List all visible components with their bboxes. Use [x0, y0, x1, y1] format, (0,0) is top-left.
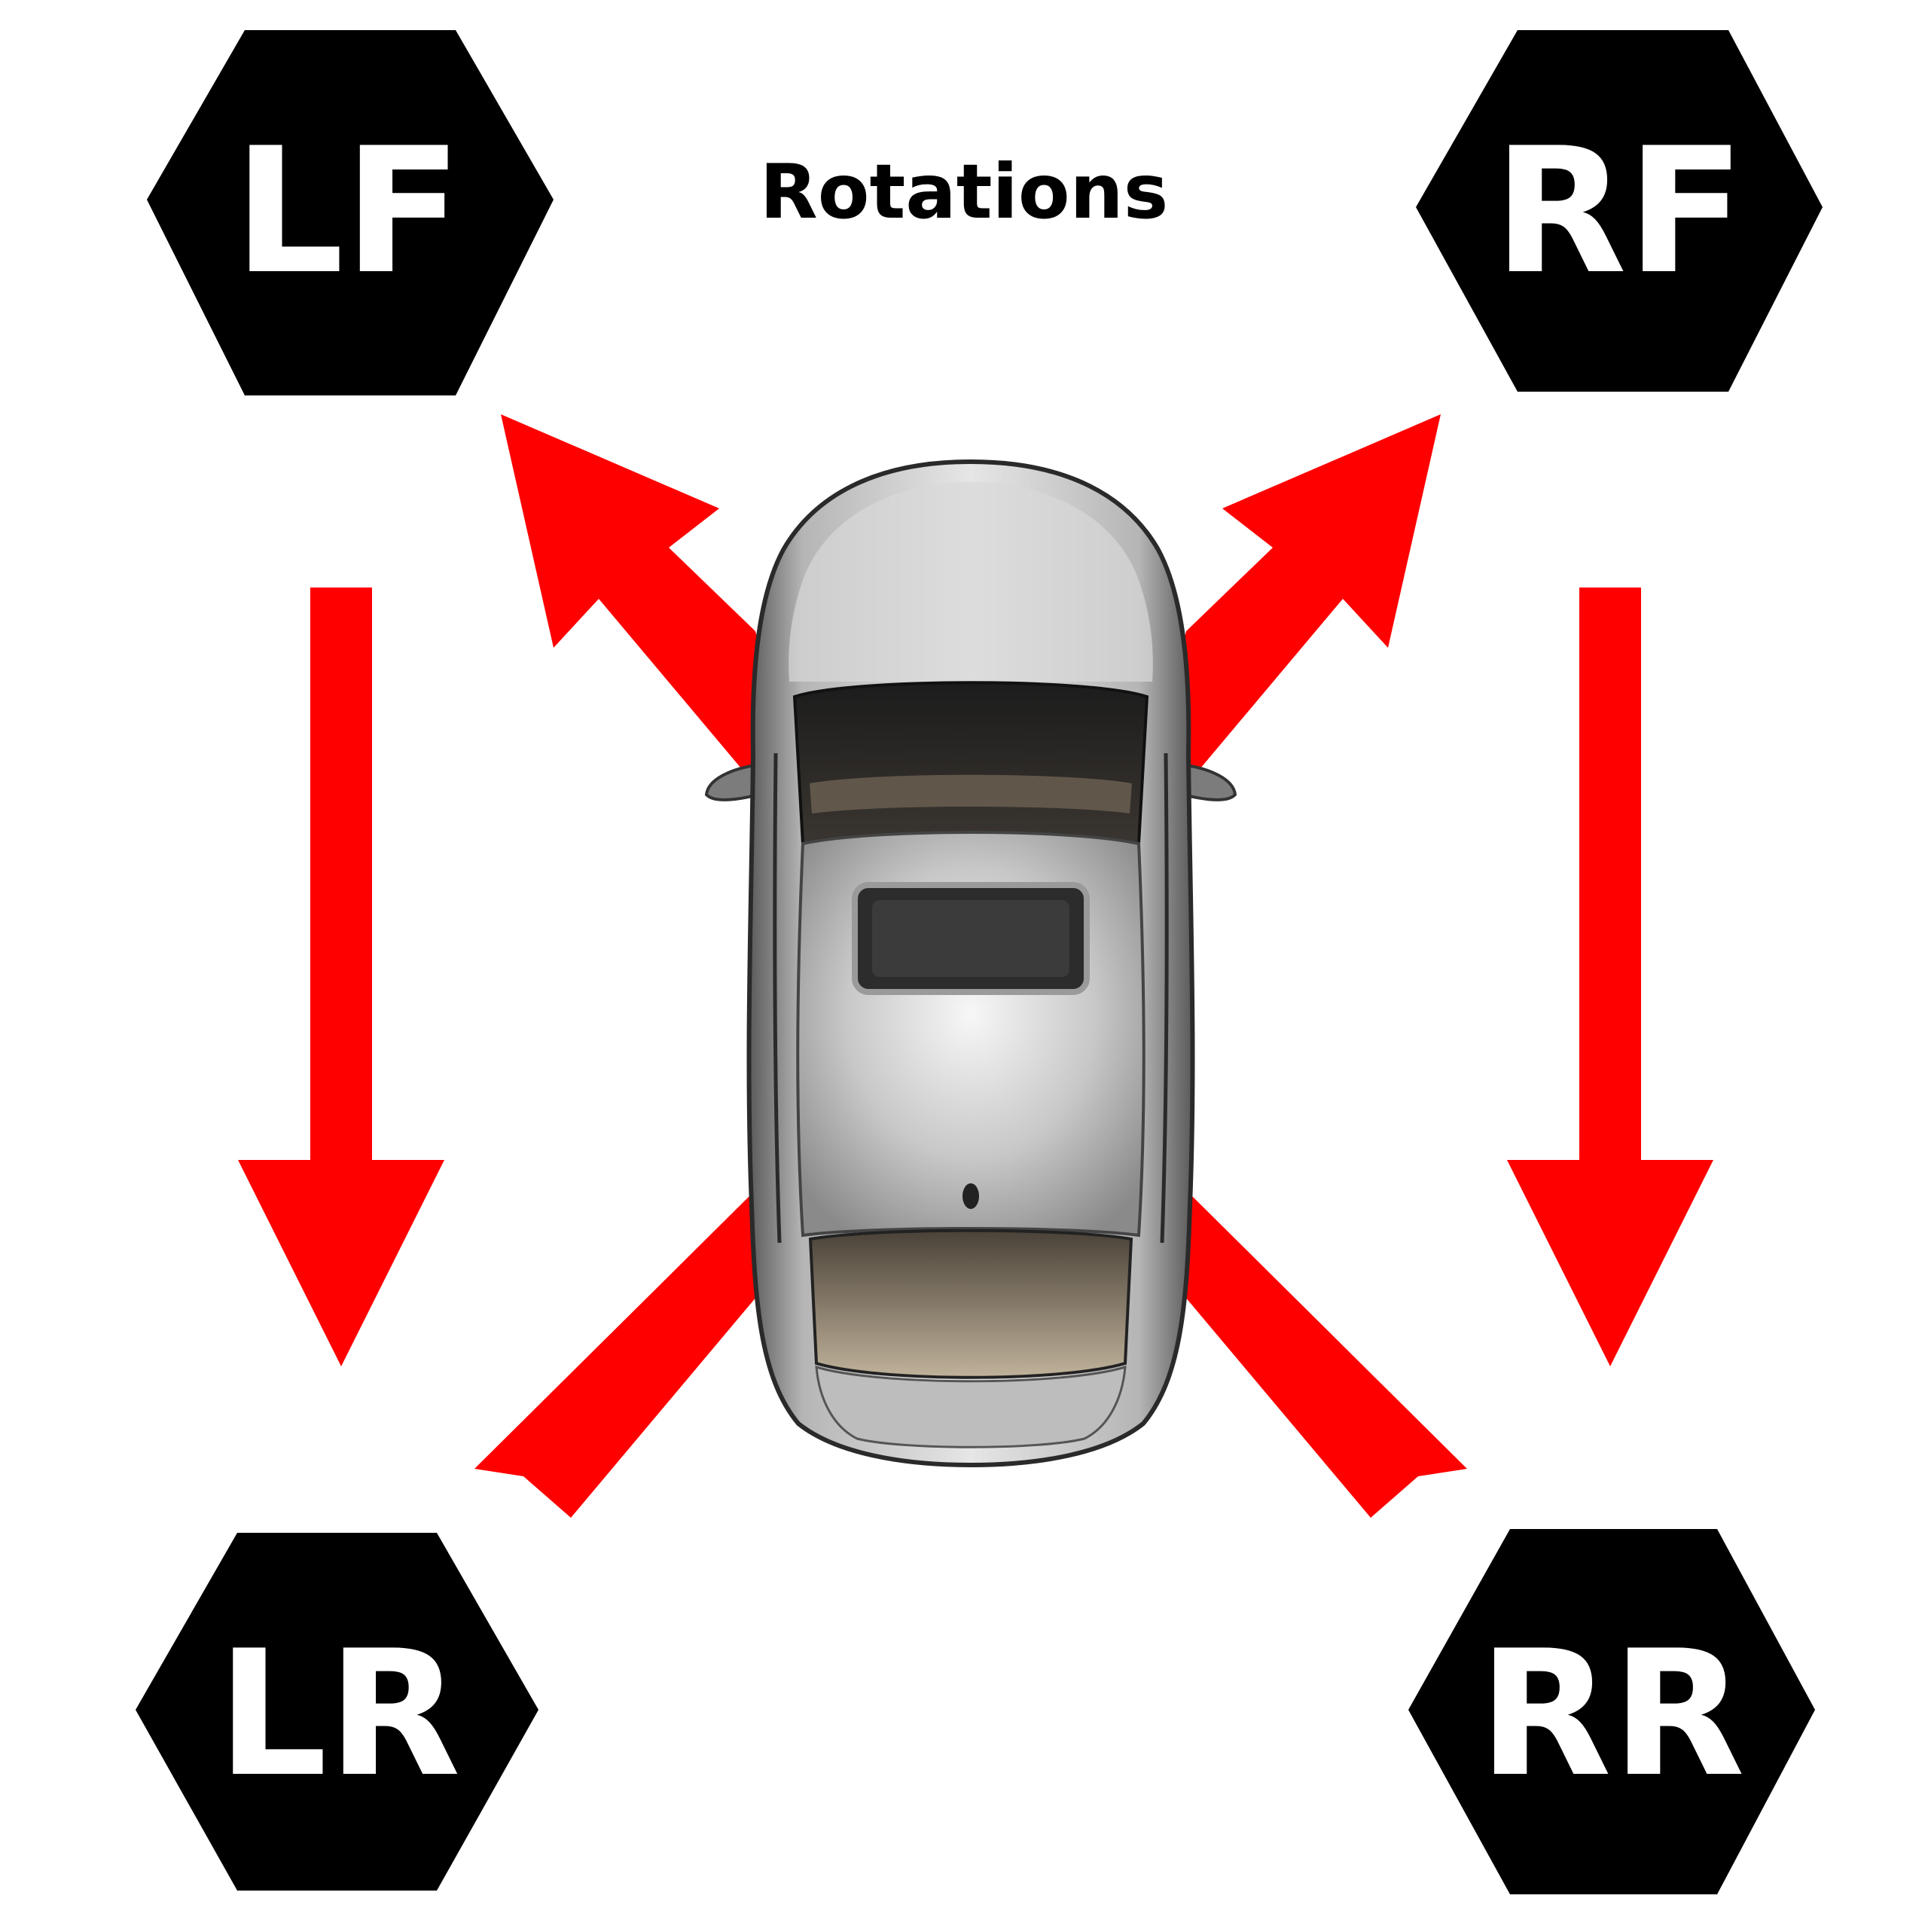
- cap-lr: LR: [136, 1533, 538, 1891]
- car-sunroof-glass: [872, 900, 1069, 977]
- car-antenna: [962, 1183, 979, 1209]
- arrow-rf-to-rr: [1507, 588, 1713, 1366]
- cap-rf-label: RF: [1493, 111, 1745, 313]
- arrow-lr-to-rf: [474, 414, 1441, 1518]
- cap-lr-hex: [136, 1533, 538, 1891]
- car-door-line-right: [1160, 752, 1169, 1244]
- car-dashboard: [810, 774, 1132, 813]
- car-trunk: [815, 1365, 1127, 1448]
- car-rear-window: [808, 1228, 1133, 1379]
- car-top-view: [704, 459, 1237, 1468]
- cap-rr-hex: [1408, 1529, 1815, 1894]
- car-door-line-left: [773, 752, 782, 1244]
- cap-rf-hex: [1416, 30, 1823, 392]
- cap-lf-label: LF: [233, 111, 462, 313]
- cap-rr: RR: [1408, 1529, 1815, 1894]
- cap-lr-label: LR: [217, 1614, 461, 1815]
- cap-rf: RF: [1416, 30, 1823, 392]
- diagram-title: Rotations: [759, 148, 1169, 236]
- arrow-rr-to-lf: [501, 414, 1467, 1518]
- cap-lf: LF: [147, 30, 554, 395]
- car-windshield: [792, 681, 1149, 846]
- cap-lf-hex: [147, 30, 554, 395]
- arrow-lf-to-lr: [238, 588, 444, 1366]
- cap-rr-label: RR: [1478, 1614, 1745, 1815]
- car-hood: [789, 482, 1153, 682]
